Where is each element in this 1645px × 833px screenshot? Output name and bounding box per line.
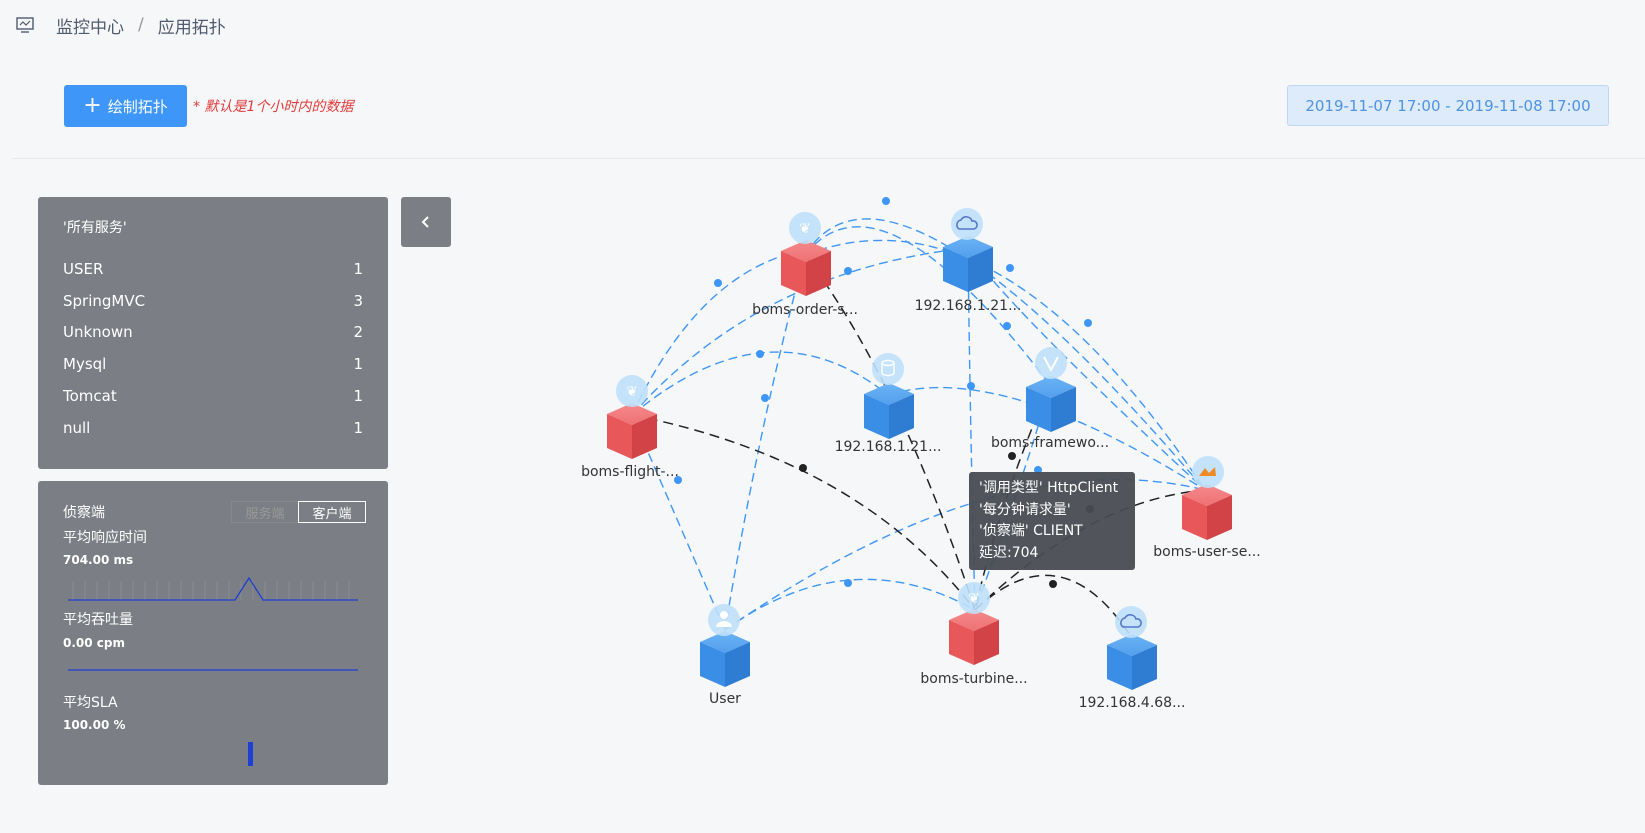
monitor-icon [16,17,34,33]
tooltip-call-type: '调用类型' HttpClient [979,480,1119,496]
default-range-hint: * 默认是1个小时内的数据 [193,99,354,115]
breadcrumb: 监控中心 / 应用拓扑 [16,14,226,38]
sla-bar-chart [248,742,253,766]
node-label: boms-framewo... [991,435,1109,451]
breadcrumb-current: 应用拓扑 [157,17,226,38]
plus-icon: + [83,93,102,118]
service-name: Unknown [63,323,133,341]
service-row[interactable]: Mysql 1 [63,355,363,373]
sla-label: 平均SLA [63,695,118,711]
sla-value: 100.00 % [63,718,126,732]
node-label: 192.168.1.21... [835,439,942,455]
sla-bar [248,742,253,766]
service-name: null [63,419,91,437]
throughput-value: 0.00 cpm [63,636,125,650]
graph-node[interactable]: boms-framewo... [991,347,1109,451]
cloud-icon [956,216,978,230]
edge[interactable] [631,351,889,416]
node-label: boms-user-se... [1153,544,1260,560]
edge[interactable] [967,247,1206,491]
throughput-sparkline [68,669,358,671]
date-range-picker[interactable]: 2019-11-07 17:00 - 2019-11-08 17:00 [1287,85,1609,126]
metrics-panel: 侦察端 服务端 客户端 平均响应时间 704.00 ms 平均吞吐量 0.00 … [38,481,388,785]
draw-topology-button[interactable]: + 绘制拓扑 [64,85,187,127]
edge[interactable] [887,386,1206,491]
probe-label: 侦察端 [63,505,105,521]
graph-node[interactable]: User [700,604,750,707]
services-title: '所有服务' [63,220,127,236]
service-name: USER [63,260,104,278]
client-tab[interactable]: 客户端 [298,501,366,523]
service-name: Tomcat [63,387,117,405]
leaf-icon: ❦ [968,591,980,607]
tooltip-rpm: '每分钟请求量' [979,501,1071,518]
graph-node[interactable]: 192.168.1.21... [915,208,1022,314]
service-name: SpringMVC [63,292,146,310]
draw-topology-label: 绘制拓扑 [107,97,168,116]
graph-node[interactable]: 192.168.4.68... [1079,606,1186,711]
response-time-label: 平均响应时间 [63,530,147,546]
edge[interactable] [724,254,806,631]
service-count: 1 [353,260,363,278]
edge[interactable] [804,239,1206,491]
service-row[interactable]: null 1 [63,419,363,437]
tooltip-latency: 延迟:704 [979,544,1039,561]
database-icon [881,359,895,377]
user-icon [716,611,732,627]
edge[interactable] [804,226,1051,386]
node-label: boms-flight-... [581,464,679,480]
selected-edge[interactable] [631,414,976,611]
graph-node[interactable]: boms-user-se... [1153,456,1261,560]
collapse-panel-button[interactable] [401,197,451,247]
service-row[interactable]: USER 1 [63,260,363,278]
vue-icon [1043,356,1059,373]
edge-tooltip: '调用类型' HttpClient '每分钟请求量' '侦察端' CLIENT … [969,472,1135,570]
edge-markers [674,197,1092,587]
service-count: 1 [353,387,363,405]
selected-edge[interactable] [974,489,1206,611]
throughput-label: 平均吞吐量 [63,612,133,628]
leaf-icon: ❦ [626,384,638,400]
service-count: 3 [353,292,363,310]
graph-node[interactable]: ❦ boms-turbine... [920,582,1028,687]
toolbar-divider [12,158,1645,159]
edge[interactable] [631,247,969,416]
service-row[interactable]: Tomcat 1 [63,387,363,405]
graph-node[interactable]: ❦ boms-flight-... [581,375,679,480]
tooltip-probe: '侦察端' CLIENT [979,523,1083,539]
leaf-icon: ❦ [799,221,811,237]
breadcrumb-root[interactable]: 监控中心 [56,17,124,38]
service-count: 1 [353,419,363,437]
graph-node[interactable]: ❦ boms-order-s... [752,212,858,318]
node-label: 192.168.1.21... [915,298,1022,314]
tomcat-icon [1199,467,1216,476]
node-label: User [709,691,741,707]
service-row[interactable]: Unknown 2 [63,323,363,341]
response-time-sparkline [68,576,358,601]
edge[interactable] [724,578,976,631]
service-count: 1 [353,355,363,373]
node-label: boms-order-s... [752,302,858,318]
service-name: Mysql [63,355,107,373]
service-count: 2 [353,323,363,341]
node-label: boms-turbine... [920,671,1027,687]
graph-node[interactable]: 192.168.1.21... [835,353,942,455]
response-time-value: 704.00 ms [63,553,134,567]
service-row[interactable]: SpringMVC 3 [63,292,363,310]
node-label: 192.168.4.68... [1079,695,1186,711]
cloud-icon [1120,614,1142,628]
chevron-left-icon [421,216,429,228]
edge[interactable] [724,478,1206,631]
edge[interactable] [631,249,806,416]
breadcrumb-separator: / [138,15,144,35]
